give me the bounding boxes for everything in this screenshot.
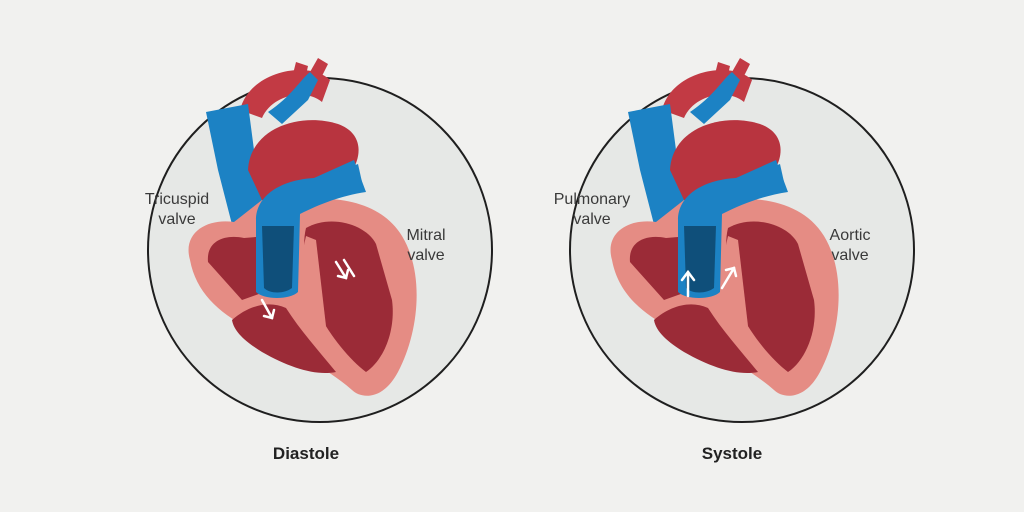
label-line: Tricuspid xyxy=(144,191,210,208)
aortic-arrow-icon xyxy=(720,266,738,290)
label-line: Aortic xyxy=(829,227,871,244)
label-line: valve xyxy=(831,247,869,264)
label-line: valve xyxy=(573,211,611,228)
diastole-caption: Diastole xyxy=(272,444,340,463)
tricuspid-valve-label: Tricuspid valve xyxy=(132,190,222,230)
systole-panel: Pulmonary valve Aortic valve Systole xyxy=(512,0,1024,512)
mitral-valve-label: Mitral valve xyxy=(386,226,466,266)
label-line: valve xyxy=(407,247,445,264)
diastole-panel: Tricuspid valve Mitral valve Diastole xyxy=(132,57,493,463)
label-line: Pulmonary xyxy=(553,191,631,208)
label-line: valve xyxy=(158,211,196,228)
aortic-valve-label: Aortic valve xyxy=(810,226,890,266)
diastole-heart-illustration xyxy=(147,57,493,423)
systole-caption: Systole xyxy=(701,444,763,463)
pulmonary-arrow-icon xyxy=(680,269,696,298)
tricuspid-arrow-icon xyxy=(260,298,276,320)
systole-heart-illustration xyxy=(569,57,915,423)
pulmonary-valve-label: Pulmonary valve xyxy=(542,190,642,230)
mitral-arrow-icon xyxy=(334,258,356,280)
label-line: Mitral xyxy=(406,227,446,244)
